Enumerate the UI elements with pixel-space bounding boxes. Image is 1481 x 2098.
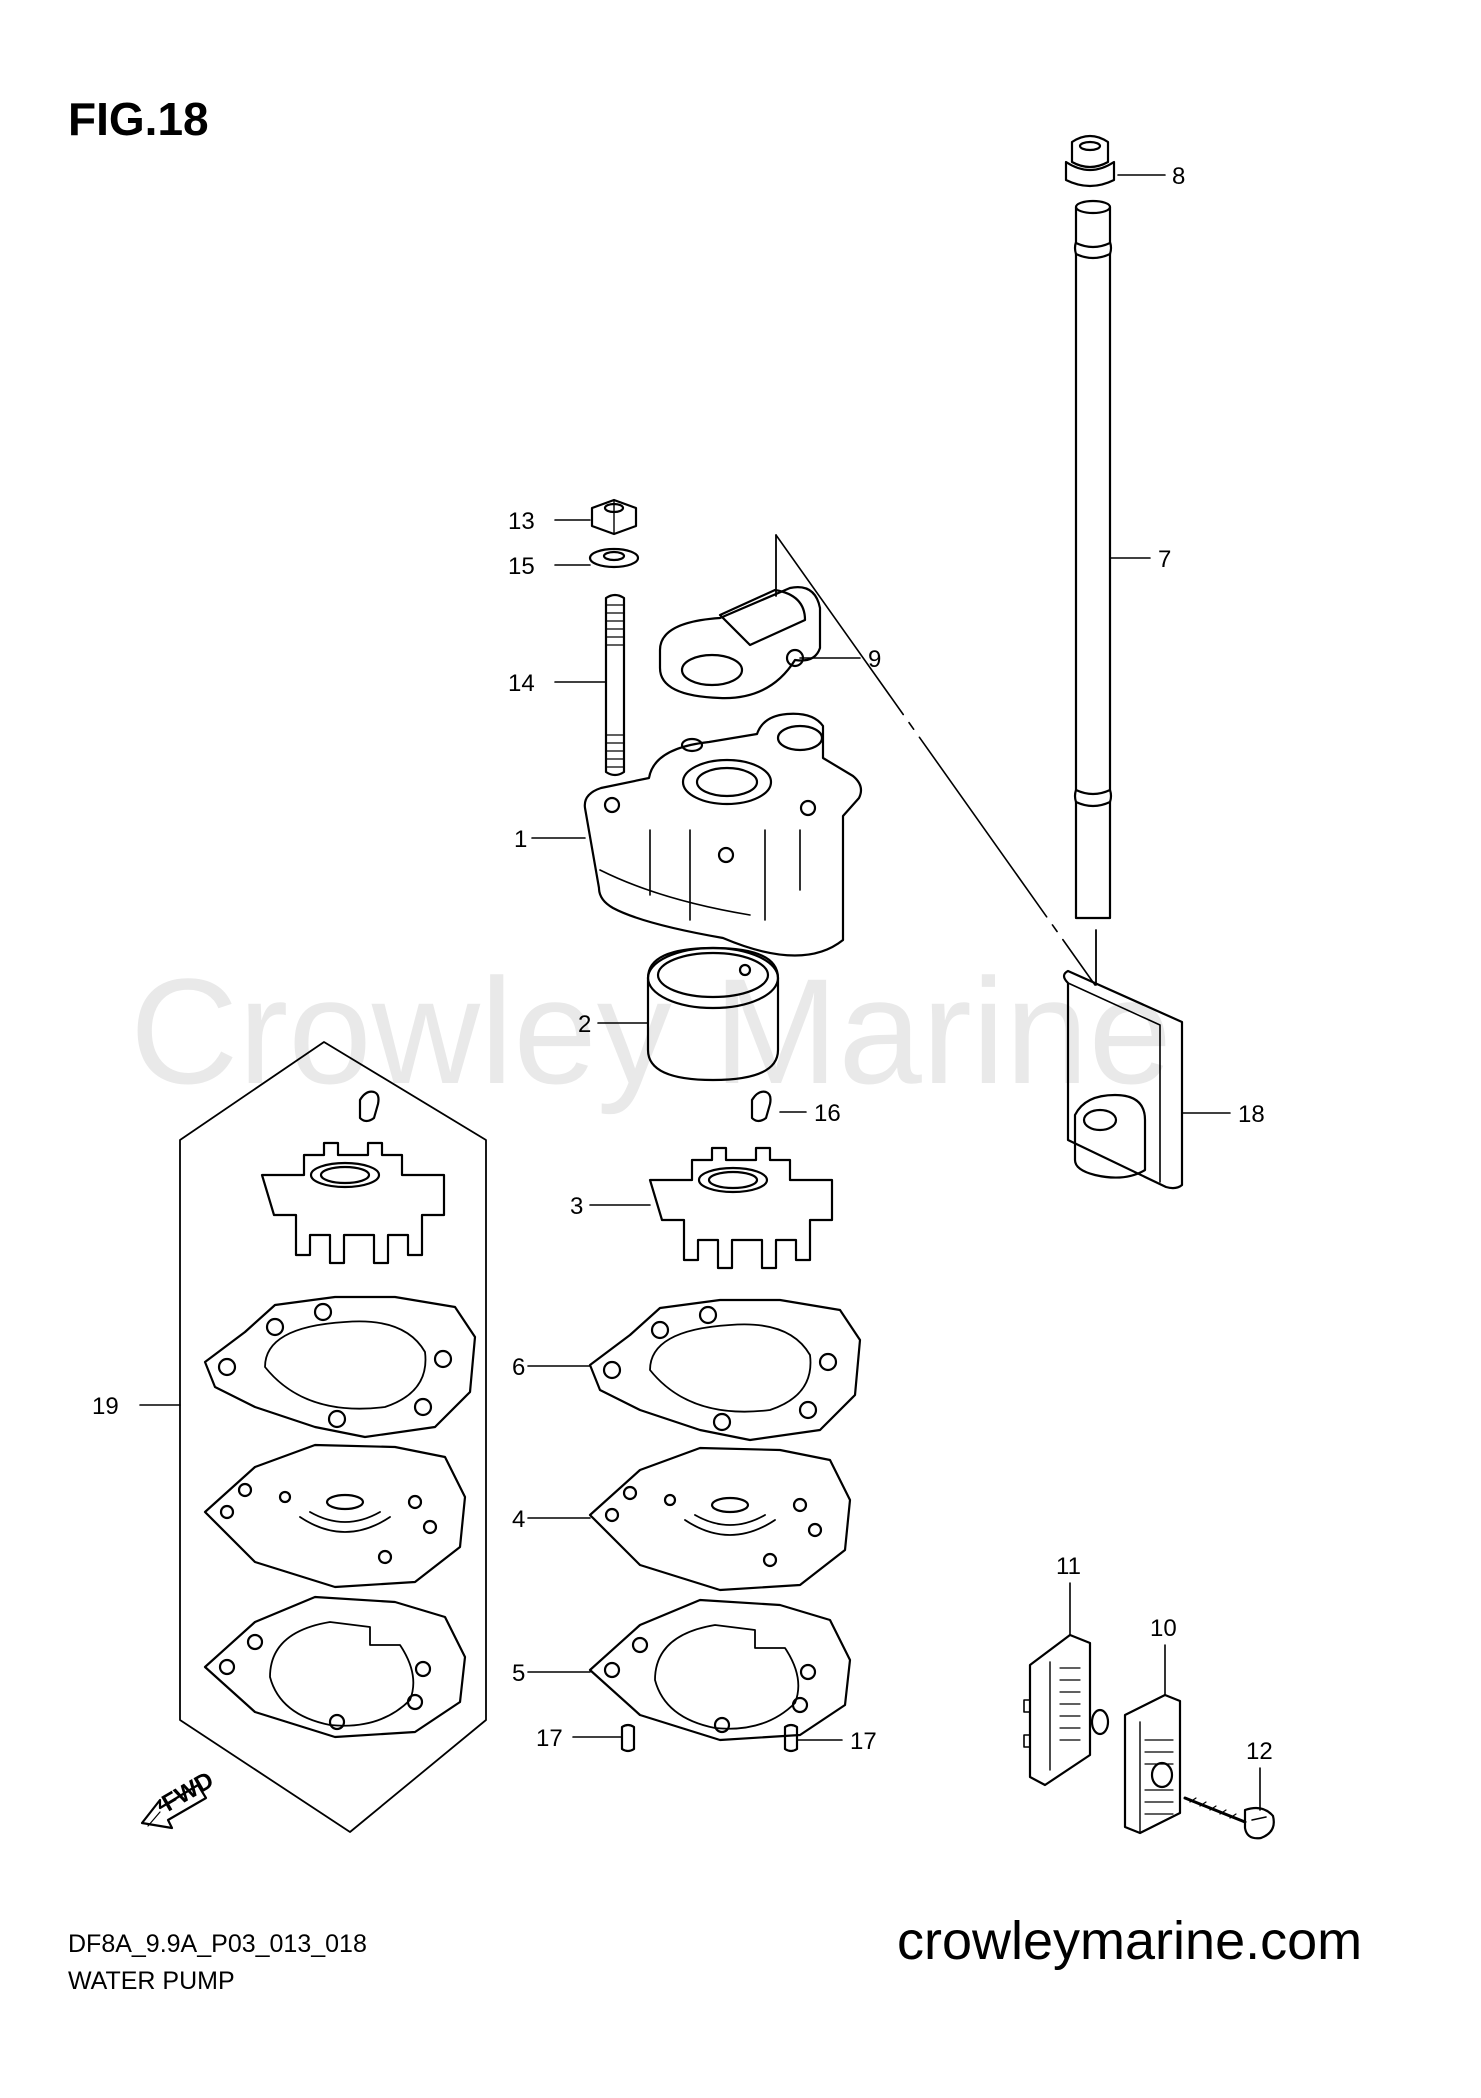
callout-2[interactable]: 2 <box>578 1011 591 1038</box>
part-19-gasket[interactable] <box>203 1295 477 1439</box>
fwd-arrow-icon <box>140 1783 208 1830</box>
part-4-plate[interactable] <box>588 1446 852 1592</box>
callout-4[interactable]: 4 <box>512 1506 525 1533</box>
part-12-screw[interactable] <box>1183 1796 1275 1840</box>
callout-6[interactable]: 6 <box>512 1354 525 1381</box>
part-14-stud[interactable] <box>604 593 626 777</box>
callout-13[interactable]: 13 <box>508 508 535 535</box>
callout-1[interactable]: 1 <box>514 826 527 853</box>
part-5-gasket[interactable] <box>588 1598 852 1742</box>
callout-12[interactable]: 12 <box>1246 1738 1273 1765</box>
callout-7[interactable]: 7 <box>1158 546 1171 573</box>
callout-8[interactable]: 8 <box>1172 163 1185 190</box>
callout-14[interactable]: 14 <box>508 670 535 697</box>
part-13-nut[interactable] <box>590 498 638 536</box>
callout-9[interactable]: 9 <box>868 646 881 673</box>
kit-19-boundary <box>179 1041 487 1833</box>
part-16-key[interactable] <box>750 1090 772 1123</box>
part-1-pump-case[interactable] <box>583 712 863 957</box>
callout-16[interactable]: 16 <box>814 1100 841 1127</box>
part-11-clip[interactable] <box>1023 1633 1110 1787</box>
part-19-gasket-lower[interactable] <box>203 1595 467 1739</box>
part-17-pin-right[interactable] <box>783 1723 799 1753</box>
diagram-subtitle: WATER PUMP <box>68 1967 235 1995</box>
part-7-water-tube[interactable] <box>1073 199 1113 986</box>
callout-17-left[interactable]: 17 <box>536 1725 563 1752</box>
part-3-impeller[interactable] <box>648 1146 834 1270</box>
watermark: Crowley Marine <box>130 947 1172 1115</box>
site-url[interactable]: crowleymarine.com <box>897 1911 1363 1971</box>
callout-11[interactable]: 11 <box>1056 1553 1081 1580</box>
callout-17-right[interactable]: 17 <box>850 1728 877 1755</box>
callout-19[interactable]: 19 <box>92 1393 119 1420</box>
part-19-key[interactable] <box>358 1090 380 1123</box>
part-9-plate[interactable] <box>658 534 822 700</box>
part-19-plate[interactable] <box>203 1443 467 1589</box>
callout-3[interactable]: 3 <box>570 1193 583 1220</box>
part-15-washer[interactable] <box>588 547 640 569</box>
callout-15[interactable]: 15 <box>508 553 535 580</box>
callout-10[interactable]: 10 <box>1150 1615 1177 1642</box>
part-18-grommet[interactable] <box>1062 969 1184 1190</box>
figure-title: FIG.18 <box>68 93 209 145</box>
assembly-guide-line <box>775 534 1096 986</box>
leader-lines <box>139 174 1261 1811</box>
diagram-code: DF8A_9.9A_P03_013_018 <box>68 1930 367 1958</box>
callout-18[interactable]: 18 <box>1238 1101 1265 1128</box>
callout-5[interactable]: 5 <box>512 1660 525 1687</box>
part-17-pin-left[interactable] <box>620 1723 636 1753</box>
part-8-cap[interactable] <box>1064 134 1116 188</box>
part-2-liner[interactable] <box>646 946 780 1082</box>
part-10-holder[interactable] <box>1123 1693 1182 1835</box>
part-19-impeller[interactable] <box>260 1141 446 1265</box>
part-6-gasket[interactable] <box>588 1298 862 1442</box>
